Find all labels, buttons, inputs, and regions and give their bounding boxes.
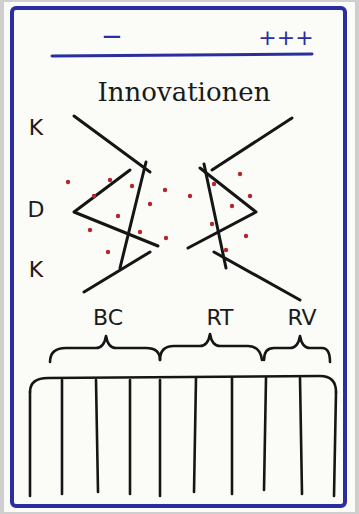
idea-dot	[212, 182, 216, 186]
table-column-line	[300, 378, 302, 494]
row-letter: K	[29, 117, 43, 139]
group-label: RV	[287, 307, 316, 329]
idea-dot	[66, 180, 70, 184]
group-label: BC	[93, 307, 123, 329]
funnel-line	[120, 162, 146, 268]
row-letter: K	[29, 259, 43, 281]
group-label: RT	[206, 307, 233, 329]
blue-frame	[12, 8, 345, 506]
idea-dot	[230, 204, 234, 208]
table-top	[30, 376, 336, 392]
idea-dot	[92, 194, 96, 198]
idea-dot	[88, 228, 92, 232]
brace	[160, 334, 262, 360]
idea-dot	[244, 234, 248, 238]
idea-dot	[138, 230, 142, 234]
funnel-line	[214, 252, 300, 300]
idea-dot	[130, 184, 134, 188]
scale-minus: −	[101, 23, 123, 49]
idea-dot	[248, 194, 252, 198]
idea-dot	[238, 172, 242, 176]
row-letter: D	[28, 199, 45, 221]
table-column-line	[334, 392, 336, 496]
idea-dot	[164, 236, 168, 240]
diagram-title: Innovationen	[98, 79, 271, 105]
idea-dot	[106, 250, 110, 254]
idea-dot	[224, 248, 228, 252]
table-column-line	[264, 378, 266, 490]
table-column-line	[129, 380, 132, 494]
table-column-line	[61, 380, 64, 494]
funnel-line	[74, 116, 150, 172]
table-column-line	[159, 380, 162, 496]
idea-dots	[66, 172, 252, 254]
idea-dot	[188, 194, 192, 198]
funnel-line	[188, 168, 256, 248]
table-column-line	[194, 378, 196, 492]
funnel-line	[84, 252, 150, 292]
table-column-line	[96, 380, 98, 492]
table-column-line	[29, 392, 32, 496]
idea-dot	[148, 202, 152, 206]
scale-underline	[52, 54, 312, 56]
funnel-line	[212, 118, 292, 170]
brace	[264, 336, 330, 362]
idea-dot	[116, 214, 120, 218]
group-braces	[50, 334, 330, 362]
paper-sheet	[4, 2, 355, 512]
table-sketch	[30, 376, 336, 496]
scale-plus: +++	[258, 27, 313, 49]
idea-dot	[108, 178, 112, 182]
table-column-line	[231, 378, 234, 494]
brace	[50, 336, 160, 362]
idea-dot	[163, 188, 167, 192]
funnel-line	[74, 170, 158, 246]
idea-dot	[210, 222, 214, 226]
funnel-sketch	[74, 116, 300, 300]
